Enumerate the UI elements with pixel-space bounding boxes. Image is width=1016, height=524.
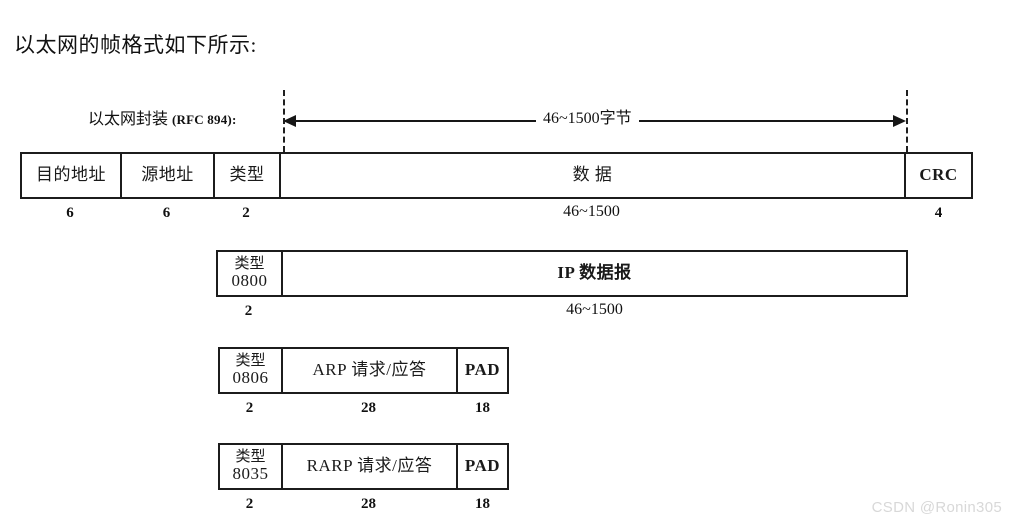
field-label: CRC: [919, 165, 958, 185]
table-row: 类型 0800 IP 数据报: [216, 250, 908, 297]
field-ip-datagram: IP 数据报: [283, 252, 906, 295]
field-label: 类型: [234, 256, 265, 273]
field-rarp-request-reply: RARP 请求/应答: [283, 445, 458, 488]
page-title: 以太网的帧格式如下所示:: [14, 33, 257, 57]
table-row: 类型 0806 ARP 请求/应答 PAD: [218, 347, 509, 394]
field-label: PAD: [464, 360, 501, 380]
field-source-address: 源地址: [122, 154, 215, 197]
encapsulation-label-rfc: (RFC 894):: [172, 112, 237, 127]
size-label-arp-request-reply: 28: [361, 400, 376, 416]
encapsulation-label-cn: 以太网封装: [88, 111, 169, 128]
field-crc: CRC: [906, 154, 971, 197]
field-label: RARP 请求/应答: [306, 456, 433, 476]
size-label-type-0806: 2: [245, 400, 254, 416]
size-label-type-0800: 2: [244, 303, 253, 319]
payload-span-arrow: 46~1500字节: [283, 109, 906, 130]
size-label-type-8035: 2: [245, 496, 254, 512]
csdn-watermark: CSDN @Ronin305: [871, 499, 1002, 516]
size-label-data: 46~1500: [563, 203, 620, 220]
field-label: IP 数据报: [557, 263, 632, 283]
field-value: 8035: [232, 464, 269, 484]
span-arrow-right-head: [893, 115, 906, 127]
field-label: 类型: [235, 353, 266, 370]
size-label-pad-rarp: 18: [475, 496, 490, 512]
payload-end-guide-line: [906, 90, 908, 152]
field-label: 目的地址: [36, 165, 106, 185]
field-label: PAD: [464, 456, 501, 476]
span-arrow-left-head: [283, 115, 296, 127]
field-type: 类型: [215, 154, 281, 197]
size-label-ip-datagram: 46~1500: [566, 301, 623, 318]
table-row: 类型 8035 RARP 请求/应答 PAD: [218, 443, 509, 490]
field-data: 数 据: [281, 154, 906, 197]
field-type-0806: 类型 0806: [220, 349, 283, 392]
field-destination-address: 目的地址: [22, 154, 122, 197]
size-label-source-address: 6: [162, 205, 171, 221]
size-label-crc: 4: [934, 205, 943, 221]
size-label-rarp-request-reply: 28: [361, 496, 376, 512]
table-row: 目的地址 源地址 类型 数 据 CRC: [20, 152, 973, 199]
field-type-8035: 类型 8035: [220, 445, 283, 488]
field-label: 数 据: [572, 165, 613, 185]
span-arrow-label: 46~1500字节: [536, 109, 639, 129]
field-label: 类型: [235, 449, 266, 466]
field-arp-request-reply: ARP 请求/应答: [283, 349, 458, 392]
field-label: ARP 请求/应答: [312, 360, 427, 380]
field-pad-rarp: PAD: [458, 445, 507, 488]
field-value: 0806: [232, 368, 269, 388]
field-label: 源地址: [141, 165, 194, 185]
encapsulation-label: 以太网封装 (RFC 894):: [88, 110, 236, 130]
field-label: 类型: [229, 165, 265, 185]
size-label-pad-arp: 18: [475, 400, 490, 416]
size-label-type: 2: [242, 205, 250, 221]
field-pad-arp: PAD: [458, 349, 507, 392]
size-label-destination-address: 6: [66, 205, 74, 221]
field-value: 0800: [231, 271, 268, 291]
field-type-0800: 类型 0800: [218, 252, 283, 295]
